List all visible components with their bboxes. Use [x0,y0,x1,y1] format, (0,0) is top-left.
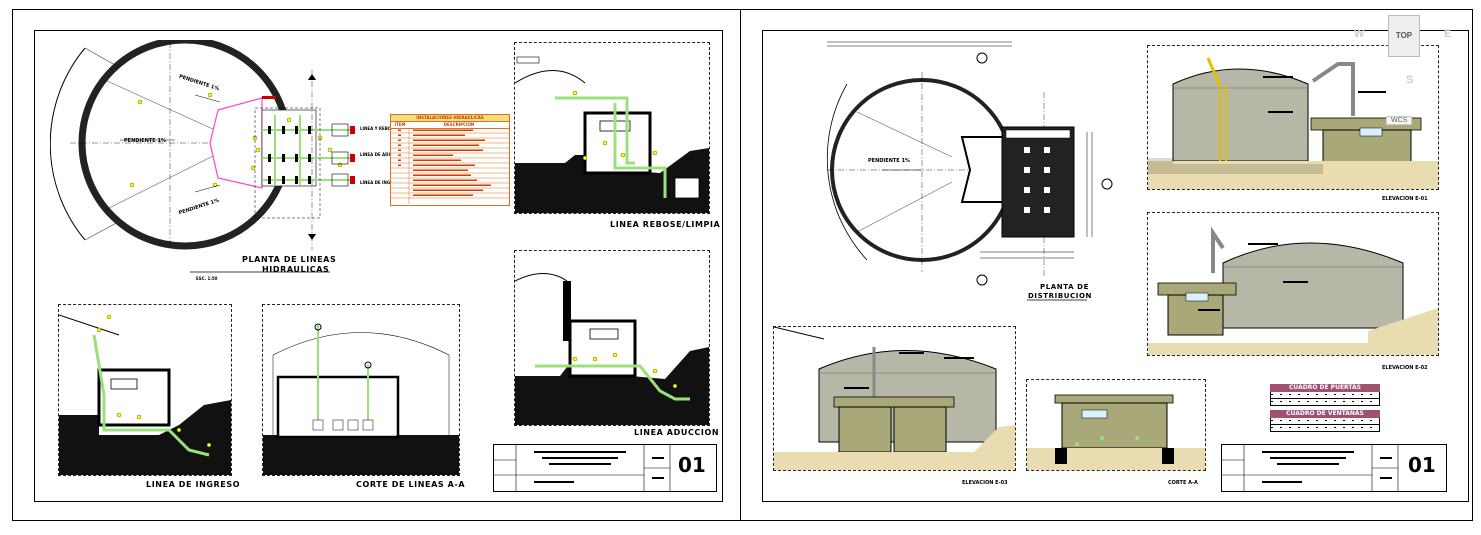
pendiente-distribucion-label: PENDIENTE 1% [868,158,910,164]
viewport-elevacion-e03 [773,326,1016,471]
title-block-sheet-1: 01 [493,444,717,492]
title-elevacion-e02: ELEVACION E-02 [1382,365,1428,371]
viewcube-west[interactable]: W [1354,28,1365,40]
sheet-2-number: 01 [1408,453,1436,477]
label-linea-de-aduccion: LINEA DE ADUCCION [360,152,406,157]
viewport-corte-lineas-aa [262,304,460,476]
wcs-menu[interactable]: WCS [1386,116,1413,125]
title-elevacion-e03: ELEVACION E-03 [962,480,1008,486]
title-linea-rebose-limpia: LINEA REBOSE/LIMPIA [610,220,721,229]
sheet-1-frame [34,30,723,502]
label-linea-de-ingreso: LINEA DE INGRESO [360,180,403,185]
plan-scale: ESC. 1:50 [196,276,218,281]
cuadro-puertas-row [1270,392,1380,399]
viewport-linea-rebose-limpia [514,42,710,214]
plan-distribucion-title-line2: DISTRIBUCION [1028,292,1092,300]
sheet-1-number: 01 [678,453,706,477]
viewcube[interactable]: W TOP E S WCS [1348,12,1468,132]
legend-header-item: ITEM [394,122,406,127]
title-linea-aduccion: LINEA ADUCCION [634,428,720,437]
plan-title-line1: PLANTA DE LINEAS [242,255,337,264]
label-linea-y-rebose: LINEA Y REBOSE [360,126,397,131]
title-block-sheet-2: 01 [1221,444,1447,492]
cuadro-puertas-row [1270,399,1380,406]
viewcube-south[interactable]: S [1406,74,1414,86]
plan-distribucion [826,41,1113,301]
pendiente-main-label: PENDIENTE 1% [124,138,166,144]
plan-title-line2: HIDRAULICAS [262,265,330,274]
cuadro-ventanas-row [1270,425,1380,432]
title-corte-aa: CORTE A-A [1168,480,1198,486]
legend-header-desc: DESCRIPCION [443,122,475,127]
viewport-elevacion-e02 [1147,212,1439,356]
cuadro-de-ventanas: CUADRO DE VENTANAS [1270,410,1380,432]
sheet-2-frame [762,30,1469,502]
viewcube-east[interactable]: E [1444,28,1452,40]
legend-rows [391,128,509,204]
cuadro-puertas-title: CUADRO DE PUERTAS [1270,384,1380,392]
viewport-linea-aduccion [514,250,710,426]
plan-distribucion-title-line1: PLANTA DE [1040,283,1089,291]
hydraulic-legend-table: INSTALACIONES HIDRAULICAS ITEM DESCRIPCI… [390,114,510,206]
viewport-corte-aa [1026,379,1206,471]
cuadro-ventanas-row [1270,418,1380,425]
legend-title: INSTALACIONES HIDRAULICAS [391,115,509,121]
cuadro-de-puertas: CUADRO DE PUERTAS [1270,384,1380,406]
title-corte-lineas-aa: CORTE DE LINEAS A-A [356,480,466,489]
viewport-linea-de-ingreso [58,304,232,476]
viewcube-top-face[interactable]: TOP [1388,15,1420,57]
plan-hydraulic-lines [50,40,355,273]
title-linea-de-ingreso: LINEA DE INGRESO [146,480,241,489]
cuadro-ventanas-title: CUADRO DE VENTANAS [1270,410,1380,418]
title-elevacion-e01: ELEVACION E-01 [1382,196,1428,202]
